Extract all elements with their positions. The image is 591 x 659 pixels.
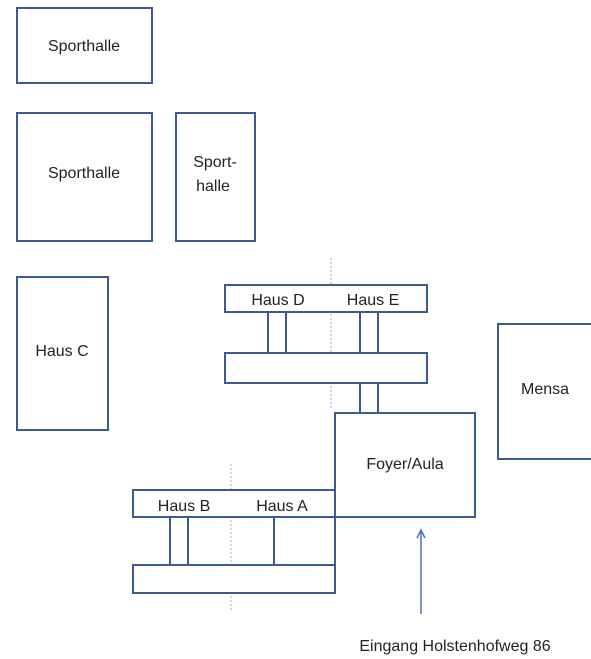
- label-sporthalle-top: Sporthalle: [48, 38, 120, 55]
- connector-foyer-top: [359, 382, 379, 414]
- building-sporthalle-middle: [16, 112, 153, 242]
- label-foyer-aula: Foyer/Aula: [366, 456, 443, 473]
- building-haus-b-a-lower: [132, 564, 336, 594]
- building-foyer-aula: [334, 412, 476, 518]
- building-mensa: [497, 323, 591, 460]
- connector-haus-b: [169, 516, 189, 566]
- connector-haus-e: [359, 311, 379, 354]
- building-haus-d-e-lower: [224, 352, 428, 384]
- label-haus-b: Haus B: [158, 498, 210, 515]
- entrance-arrow-icon: [416, 528, 426, 614]
- building-sporthalle-top: [16, 7, 153, 84]
- label-sporthalle-small-line1: Sport-: [193, 154, 237, 171]
- label-haus-e: Haus E: [347, 292, 399, 309]
- label-sporthalle-small-line2: halle: [196, 178, 230, 195]
- building-haus-d-e-top: [224, 284, 428, 313]
- label-haus-c: Haus C: [35, 343, 88, 360]
- label-sporthalle-middle: Sporthalle: [48, 165, 120, 182]
- building-sporthalle-small: [175, 112, 256, 242]
- label-haus-d: Haus D: [251, 292, 304, 309]
- connector-haus-d: [267, 311, 287, 354]
- label-mensa: Mensa: [521, 381, 569, 398]
- label-haus-a: Haus A: [256, 498, 308, 515]
- label-entrance: Eingang Holstenhofweg 86: [359, 638, 550, 655]
- building-haus-c: [16, 276, 109, 431]
